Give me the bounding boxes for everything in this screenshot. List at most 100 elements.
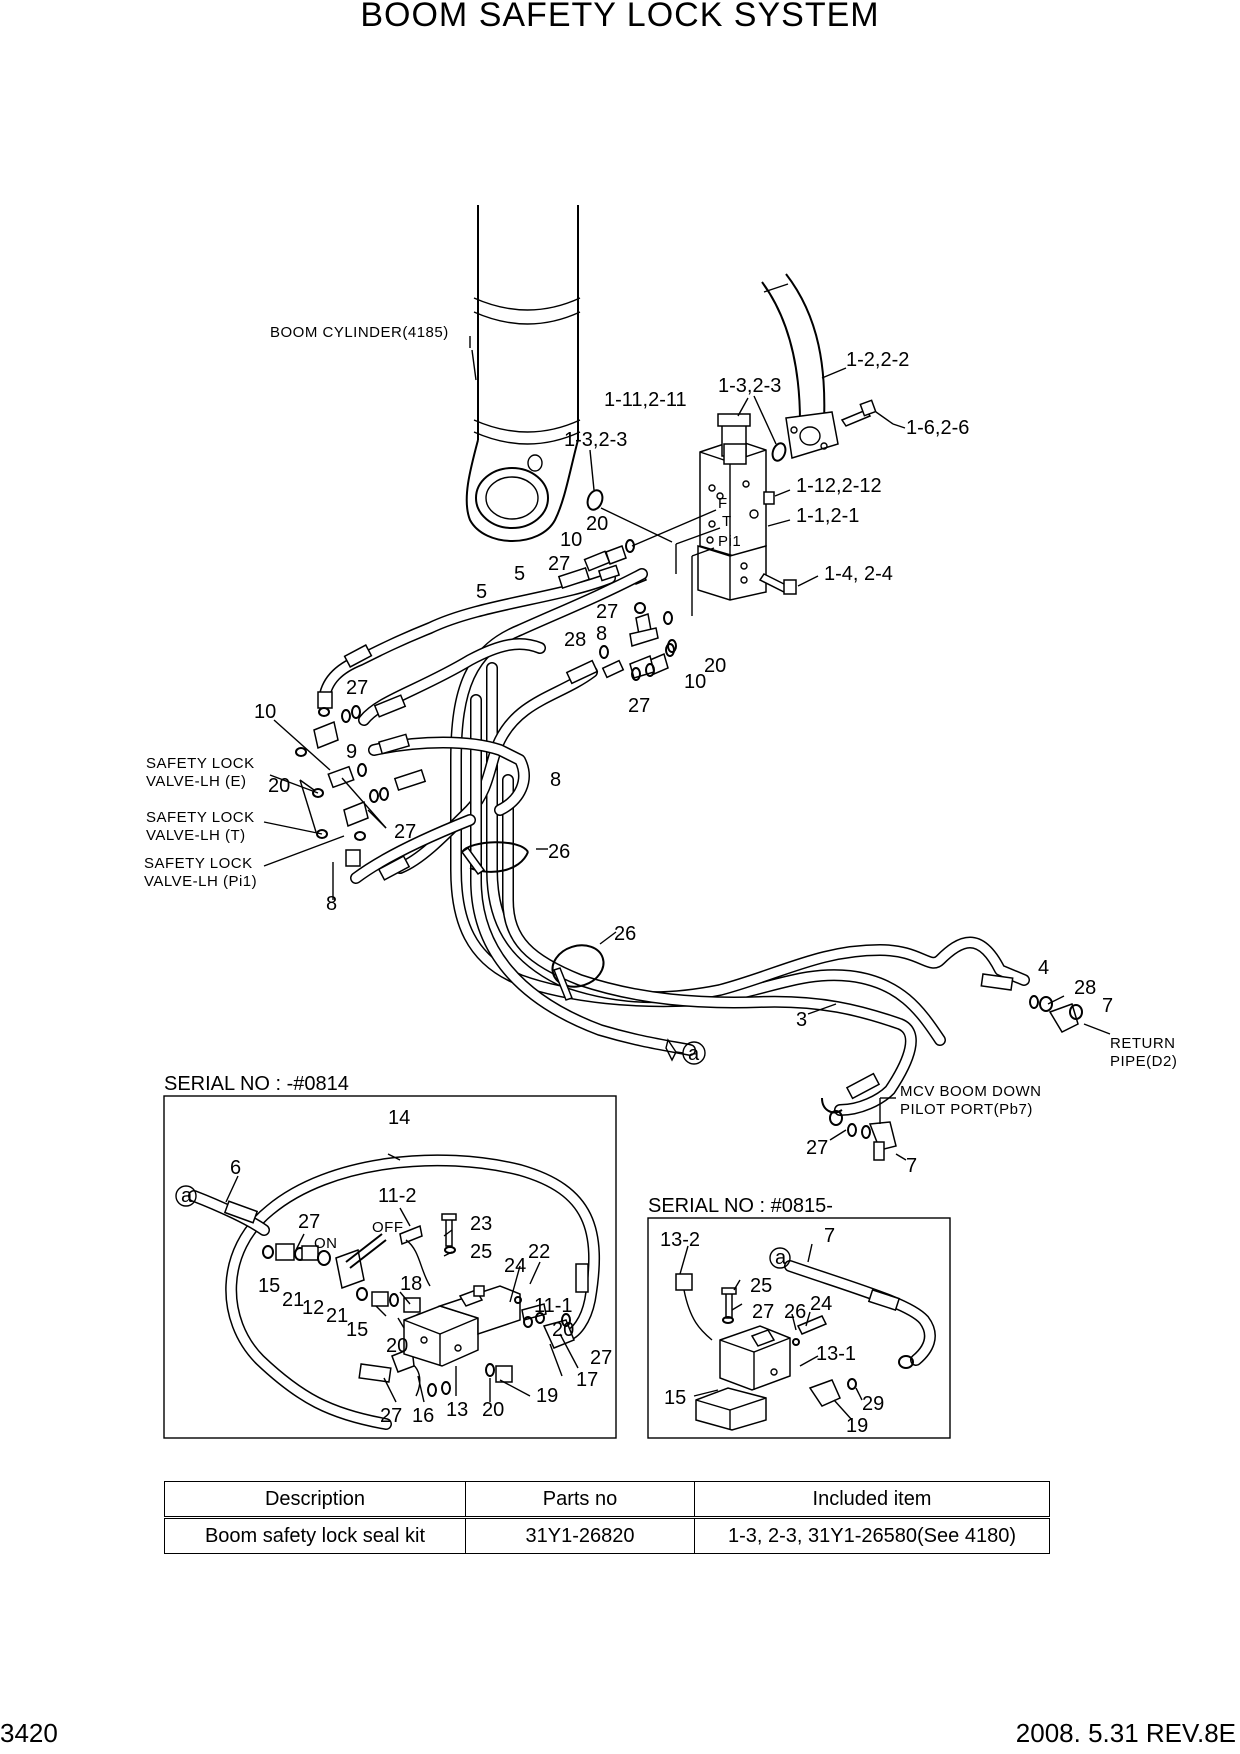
note-e-line1: SAFETY LOCK (146, 755, 255, 772)
clamp-26-upper (460, 841, 529, 876)
port-pi1-label: Pi1 (718, 533, 741, 550)
note-t-line2: VALVE-LH (T) (146, 827, 246, 844)
note-mcv-line2: PILOT PORT(Pb7) (900, 1101, 1033, 1118)
note-t-line1: SAFETY LOCK (146, 809, 255, 826)
pipe-3 (486, 662, 1030, 1004)
label-10-a: 10 (560, 529, 582, 551)
label-27-c: 27 (628, 695, 650, 717)
table-row: Boom safety lock seal kit 31Y1-26820 1-3… (164, 1517, 1050, 1554)
label-1-4: 1-4, 2-4 (824, 563, 893, 585)
label-1-11: 1-11,2-11 (604, 389, 687, 411)
inset1-label-20-b: 20 (386, 1335, 408, 1357)
o-ring-1-3-left (586, 489, 604, 511)
inset2-label-19: 19 (846, 1415, 868, 1437)
hose-left-lower (368, 736, 530, 816)
inset1-label-11-1: 11-1 (534, 1295, 573, 1317)
pipe-5-upper (318, 572, 616, 706)
pipe-lower-branch (470, 694, 696, 1056)
label-28-a: 28 (564, 629, 586, 651)
inset1-label-14: 14 (388, 1107, 410, 1129)
header-included-item: Included item (694, 1481, 1050, 1519)
label-3: 3 (796, 1009, 807, 1031)
pipe-end-a (665, 1038, 677, 1062)
pipe-1-2 (761, 273, 826, 423)
note-pi1-line1: SAFETY LOCK (144, 855, 253, 872)
inset2-label-13-2: 13-2 (660, 1229, 700, 1251)
pipe-8 (394, 666, 598, 874)
boom-cylinder (465, 205, 581, 542)
bolt-1-4 (758, 573, 797, 595)
inset1-label-21-a: 21 (282, 1289, 304, 1311)
inset1-drawing (175, 1153, 601, 1430)
inset1-label-21-b: 21 (326, 1305, 348, 1327)
label-28-b: 28 (1074, 977, 1096, 999)
inset1-label-on: ON (314, 1235, 338, 1252)
inset1-label-13: 13 (446, 1399, 468, 1421)
label-5-b: 5 (476, 581, 487, 603)
inset2-label-29: 29 (862, 1393, 884, 1415)
label-20-b: 20 (704, 655, 726, 677)
label-7-b: 7 (906, 1155, 917, 1177)
label-8-b: 8 (550, 769, 561, 791)
inset2-label-15: 15 (664, 1387, 686, 1409)
label-5-a: 5 (514, 563, 525, 585)
inset1-callouts: 14 6 a 11-2 23 25 27 ON OFF 24 22 18 15 … (181, 1107, 612, 1427)
relief-cartridge-1-11 (717, 413, 751, 465)
inset1-label-20-c: 20 (482, 1399, 504, 1421)
inset2-label-13-1: 13-1 (816, 1343, 856, 1365)
seal-kit-table: Description Parts no Included item Boom … (164, 1481, 1050, 1554)
page-title: BOOM SAFETY LOCK SYSTEM (360, 0, 879, 34)
label-8-c: 8 (326, 893, 337, 915)
header-parts-no: Parts no (465, 1481, 695, 1519)
table-header-row: Description Parts no Included item (164, 1481, 1050, 1519)
inset2-label-a: a (775, 1247, 787, 1269)
label-27-b: 27 (596, 601, 618, 623)
inset2-label-25: 25 (750, 1275, 772, 1297)
label-27-e: 27 (394, 821, 416, 843)
inset1-label-23: 23 (470, 1213, 492, 1235)
label-7-a: 7 (1102, 995, 1113, 1017)
cell-included-item: 1-3, 2-3, 31Y1-26580(See 4180) (694, 1517, 1050, 1554)
port-t-label: T (722, 513, 732, 530)
boom-cylinder-label: BOOM CYLINDER(4185) (270, 324, 449, 341)
inset2-callouts: 13-2 a 7 25 27 26 24 13-1 15 29 19 (660, 1225, 884, 1437)
bolt-1-6 (840, 399, 877, 427)
revision: 2008. 5.31 REV.8E (1016, 1718, 1236, 1748)
flange-1-2 (785, 411, 839, 459)
fittings-valve-side (583, 539, 677, 681)
hose-pi1 (350, 814, 476, 884)
inset2-serial: SERIAL NO : #0815- (648, 1195, 833, 1217)
inset1-label-16: 16 (412, 1405, 434, 1427)
main-callouts: 1-2,2-2 1-6,2-6 1-3,2-3 1-11,2-11 1-3,2-… (254, 349, 1113, 1177)
label-1-3-left: 1-3,2-3 (564, 429, 627, 451)
inset1-label-15-b: 15 (346, 1319, 368, 1341)
label-27-f: 27 (806, 1137, 828, 1159)
cell-description: Boom safety lock seal kit (164, 1517, 466, 1554)
note-return-line1: RETURN (1110, 1035, 1176, 1052)
note-e-line2: VALVE-LH (E) (146, 773, 246, 790)
inset1-label-15-a: 15 (258, 1275, 280, 1297)
hose-crimps (343, 564, 1014, 1100)
inset1-frame (163, 1095, 617, 1439)
inset1-label-11-2: 11-2 (378, 1185, 417, 1207)
port-notes: SAFETY LOCK VALVE-LH (E) SAFETY LOCK VAL… (144, 755, 1177, 1118)
note-mcv-line1: MCV BOOM DOWN (900, 1083, 1042, 1100)
inset1-label-22: 22 (528, 1241, 550, 1263)
label-20-a: 20 (586, 513, 608, 535)
clamp-26-lower (551, 944, 605, 1001)
port-f-label: F (718, 495, 728, 512)
label-9: 9 (346, 741, 357, 763)
label-8-a: 8 (596, 623, 607, 645)
inset1-label-19: 19 (536, 1385, 558, 1407)
safety-lock-valve (697, 439, 767, 601)
label-1-6: 1-6,2-6 (906, 417, 969, 439)
fittings-mcv (821, 1097, 897, 1161)
cell-parts-no: 31Y1-26820 (465, 1517, 695, 1554)
label-1-2: 1-2,2-2 (846, 349, 909, 371)
inset1-label-17: 17 (576, 1369, 598, 1391)
label-1-12: 1-12,2-12 (796, 475, 882, 497)
inset1-label-20-a: 20 (552, 1319, 574, 1341)
note-return-line2: PIPE(D2) (1110, 1053, 1177, 1070)
label-4: 4 (1038, 957, 1049, 979)
inset2-drawing (675, 1243, 936, 1431)
